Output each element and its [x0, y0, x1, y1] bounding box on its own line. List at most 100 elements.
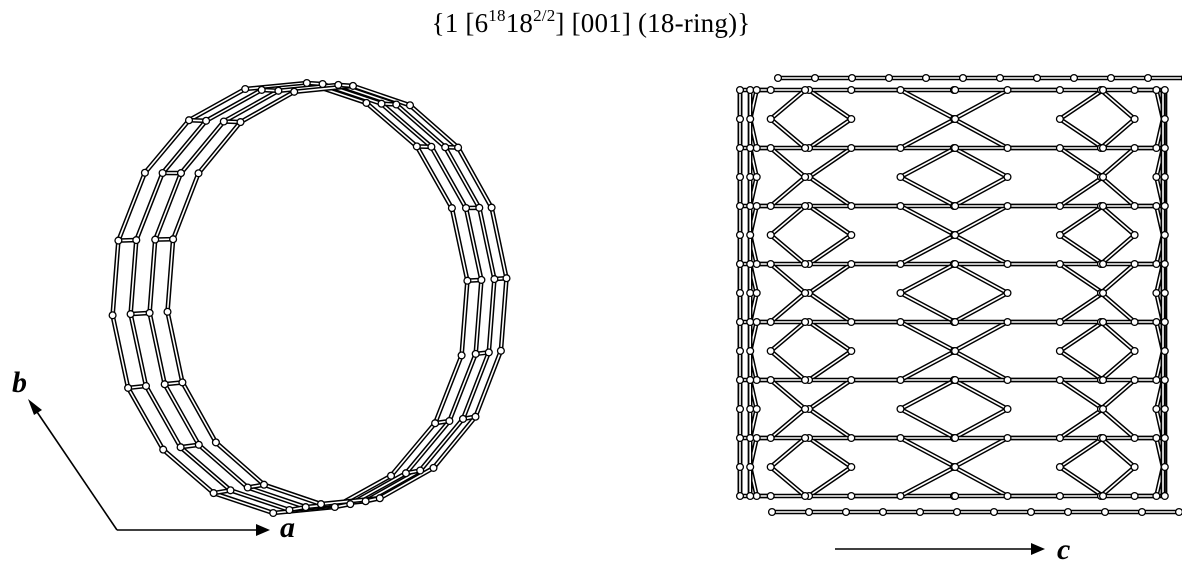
bond — [500, 277, 508, 352]
atom — [1055, 491, 1064, 501]
atom — [735, 201, 745, 211]
atom — [766, 433, 775, 443]
atom — [766, 375, 775, 385]
atom — [884, 73, 894, 83]
atom — [290, 87, 299, 96]
atom — [1130, 259, 1139, 269]
atom — [801, 172, 810, 182]
atom — [847, 491, 856, 501]
atom — [810, 73, 820, 83]
atom — [1055, 85, 1064, 95]
bond — [953, 176, 1009, 207]
bond — [145, 385, 182, 449]
atom — [746, 114, 755, 124]
bond — [1059, 147, 1104, 178]
atom — [1130, 375, 1139, 385]
bond — [163, 383, 200, 446]
atom — [746, 346, 755, 356]
atom — [896, 491, 905, 501]
atom — [735, 317, 745, 327]
bond — [432, 415, 477, 469]
atom — [1152, 317, 1161, 327]
bond — [899, 466, 956, 497]
bond — [457, 146, 493, 209]
atom — [163, 307, 172, 316]
bond — [223, 90, 280, 123]
bond — [808, 350, 853, 381]
atom — [1003, 259, 1012, 269]
bond — [197, 121, 242, 175]
bond — [769, 118, 806, 149]
bond — [148, 238, 156, 314]
bond — [953, 350, 1009, 381]
atom — [951, 259, 960, 269]
atom — [1160, 317, 1169, 327]
atom — [1160, 201, 1169, 211]
atom — [746, 462, 755, 472]
atom — [951, 375, 960, 385]
bond — [111, 314, 129, 389]
bond — [154, 172, 182, 241]
bond — [198, 443, 249, 489]
atom — [766, 230, 775, 240]
atom — [1055, 230, 1064, 240]
atom — [735, 433, 745, 443]
atom — [1003, 317, 1012, 327]
atom — [1130, 433, 1139, 443]
atom — [1003, 491, 1012, 501]
bond — [380, 102, 433, 148]
atom — [1160, 375, 1169, 385]
atom — [194, 440, 203, 449]
atom — [1143, 73, 1153, 83]
atom — [259, 480, 269, 489]
atom — [801, 288, 810, 298]
atom — [1152, 85, 1161, 95]
bond — [161, 120, 207, 174]
atom — [257, 85, 266, 94]
atom — [958, 73, 968, 83]
atom — [1160, 230, 1169, 240]
atom — [1055, 433, 1064, 443]
atom — [431, 419, 440, 428]
atom — [896, 85, 905, 95]
bond — [451, 207, 469, 282]
bond — [1100, 408, 1136, 439]
atom — [1160, 259, 1169, 269]
bond — [434, 354, 463, 425]
atom — [735, 375, 745, 385]
atom — [847, 73, 857, 83]
atom — [416, 466, 425, 475]
atom — [184, 116, 194, 125]
atom — [114, 236, 123, 245]
atom — [447, 204, 456, 213]
atom — [1098, 201, 1108, 211]
atom — [202, 116, 211, 125]
atom — [847, 85, 856, 95]
atom — [1174, 507, 1182, 517]
atom — [457, 351, 466, 360]
atom — [735, 114, 745, 124]
bond — [769, 176, 806, 207]
net-atoms — [735, 73, 1182, 517]
atom — [1160, 491, 1169, 501]
bond — [172, 172, 200, 240]
atom — [1152, 172, 1161, 182]
bond — [808, 89, 853, 120]
atom — [1160, 85, 1169, 95]
atom — [1055, 143, 1064, 153]
atom — [766, 317, 775, 327]
atom — [1130, 143, 1139, 153]
atom — [752, 288, 761, 298]
bond — [808, 176, 853, 207]
atom — [441, 143, 450, 152]
atom — [951, 462, 960, 472]
atom — [1160, 288, 1169, 298]
atom — [475, 203, 484, 212]
atom — [952, 507, 962, 517]
bond — [462, 351, 490, 420]
atom — [236, 118, 245, 127]
bond — [899, 408, 956, 439]
atom — [766, 346, 775, 356]
atom — [735, 491, 745, 501]
